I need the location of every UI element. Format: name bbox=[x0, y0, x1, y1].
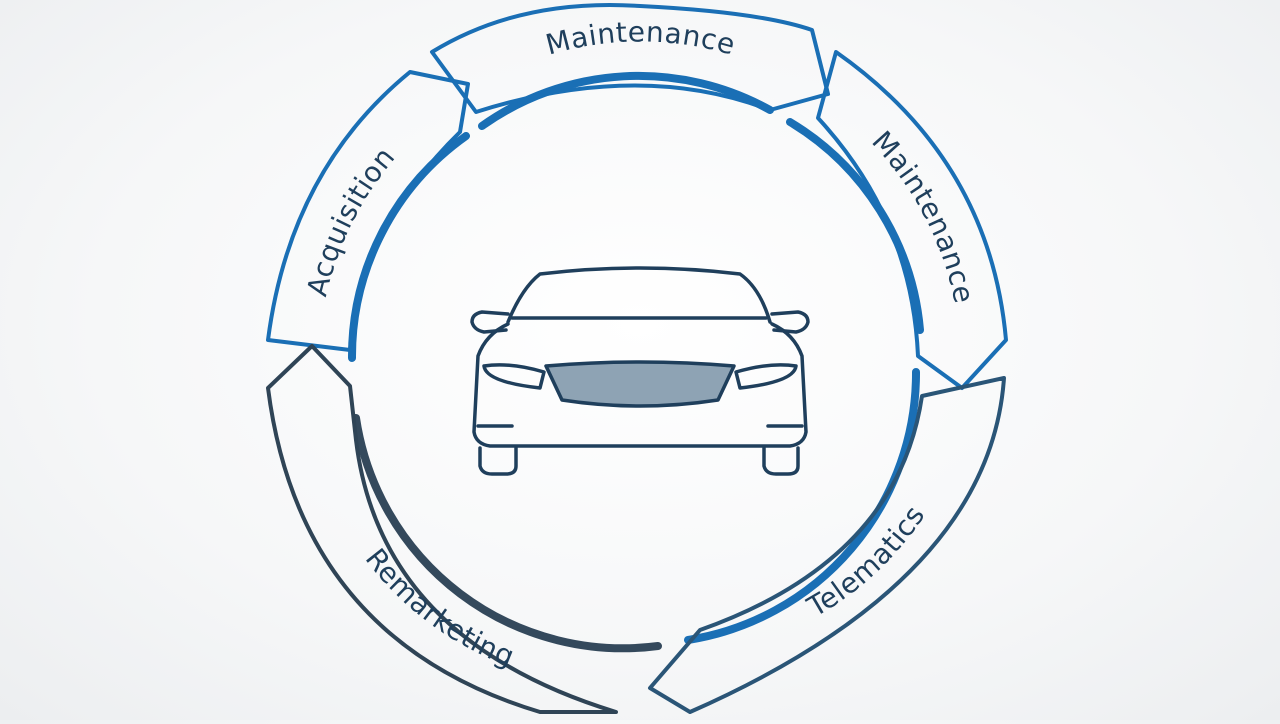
segment-telematics bbox=[648, 376, 1006, 714]
inner-arc-lower-right bbox=[684, 368, 921, 644]
segment-label-telematics: Telematics bbox=[801, 499, 932, 624]
segment-maintenance-top bbox=[430, 2, 830, 114]
segment-label-remarketing: Remarketing bbox=[359, 542, 519, 673]
inner-arc-top bbox=[478, 71, 774, 130]
segment-acquisition bbox=[266, 70, 470, 352]
inner-arc-lower-left bbox=[352, 414, 662, 653]
car-front-icon bbox=[470, 266, 810, 476]
segment-maintenance-right bbox=[816, 50, 1008, 390]
segment-label-maintenance-top: Maintenance bbox=[542, 15, 739, 61]
segment-remarketing bbox=[266, 344, 618, 714]
